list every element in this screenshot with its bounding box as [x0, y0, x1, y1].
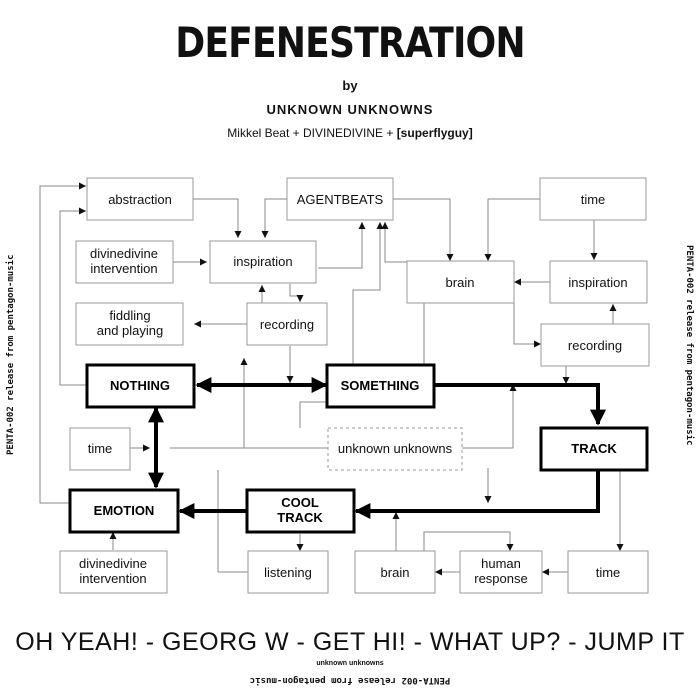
label-fiddling-2: and playing	[97, 323, 164, 338]
label-inspiration-left: inspiration	[233, 254, 292, 269]
label-listening: listening	[264, 565, 312, 580]
edge-track-cool	[354, 470, 600, 519]
label-fiddling-1: fiddling	[109, 308, 150, 323]
label-divine-top-1: divinedivine	[90, 246, 158, 261]
label-divine-bottom-1: divinedivine	[79, 556, 147, 571]
node-human-response	[459, 550, 543, 594]
label-human-2: response	[474, 571, 527, 586]
small-caption: unknown unknowns	[316, 660, 384, 667]
node-time-bottom	[567, 550, 649, 594]
edge-inspiration-agentbeats	[318, 222, 366, 269]
node-cool-track	[245, 488, 356, 534]
label-human-1: human	[481, 556, 521, 571]
edge-brain-recording	[513, 303, 541, 348]
node-emotion	[68, 488, 180, 534]
edge-time-brain	[484, 198, 540, 261]
label-abstraction: abstraction	[108, 192, 172, 207]
label-recording-left: recording	[260, 317, 314, 332]
label-time-bottom: time	[596, 565, 621, 580]
node-listening	[247, 550, 329, 594]
edge-nothing-abstraction	[59, 207, 87, 386]
node-inspiration-right	[549, 260, 648, 304]
edge-hub-right	[462, 384, 517, 449]
credits-line: Mikkel Beat + DIVINEDIVINE + [superflygu…	[0, 126, 700, 140]
edge-inspiration-recording	[289, 284, 304, 302]
edge-something-track	[435, 383, 606, 426]
edge-brain-human	[423, 531, 514, 551]
label-time-mid: time	[88, 441, 113, 456]
node-brain-bottom	[354, 550, 436, 594]
label-cool-2: TRACK	[277, 510, 323, 525]
node-nothing	[85, 363, 196, 409]
node-time-top	[539, 177, 647, 221]
label-agentbeats: AGENTBEATS	[297, 192, 384, 207]
node-recording-right	[540, 323, 650, 367]
label-divine-bottom-2: intervention	[79, 571, 146, 586]
label-unknown-unknowns: unknown unknowns	[338, 441, 453, 456]
node-unknown-unknowns	[327, 427, 463, 471]
node-divinedivine-bottom	[59, 550, 168, 594]
edge-agentbeats-inspiration	[261, 198, 287, 238]
credits-plain: Mikkel Beat + DIVINEDIVINE +	[227, 126, 397, 140]
label-brain-top: brain	[446, 275, 475, 290]
node-agentbeats	[286, 177, 394, 221]
label-nothing: NOTHING	[110, 378, 170, 393]
thin-connectors	[39, 182, 624, 576]
artist-name: UNKNOWN UNKNOWNS	[266, 102, 434, 117]
node-fiddling	[75, 302, 184, 346]
label-inspiration-right: inspiration	[568, 275, 627, 290]
label-recording-right: recording	[568, 338, 622, 353]
flipped-release-text: PENTA-002 release from pentagon-music	[249, 675, 451, 685]
edge-brain-agentbeats	[381, 222, 435, 263]
label-cool-1: COOL	[281, 495, 319, 510]
node-brain-top	[406, 260, 515, 304]
node-inspiration-left	[209, 240, 317, 284]
album-title: DEFENESTRATION	[175, 18, 525, 67]
by-label: by	[342, 78, 358, 93]
edge-agentbeats-brain	[393, 198, 454, 261]
main-flow	[148, 377, 606, 519]
node-abstraction	[86, 177, 194, 221]
credits-bold: [superflyguy]	[396, 126, 473, 140]
edge-abstraction-inspiration	[193, 198, 242, 238]
label-time-top: time	[581, 192, 606, 207]
slogan-line: OH YEAH! - GEORG W - GET HI! - WHAT UP? …	[15, 628, 685, 656]
node-something	[325, 363, 436, 409]
label-something: SOMETHING	[341, 378, 420, 393]
node-recording-left	[246, 302, 328, 346]
edge-hub-top	[299, 401, 330, 428]
edge-something-agentbeats	[352, 222, 384, 365]
label-brain-bottom: brain	[381, 565, 410, 580]
label-divine-top-2: intervention	[90, 261, 157, 276]
label-track: TRACK	[571, 441, 617, 456]
node-divinedivine-top	[75, 240, 174, 284]
node-track	[539, 426, 649, 472]
label-emotion: EMOTION	[94, 503, 155, 518]
node-time-mid	[69, 427, 131, 471]
